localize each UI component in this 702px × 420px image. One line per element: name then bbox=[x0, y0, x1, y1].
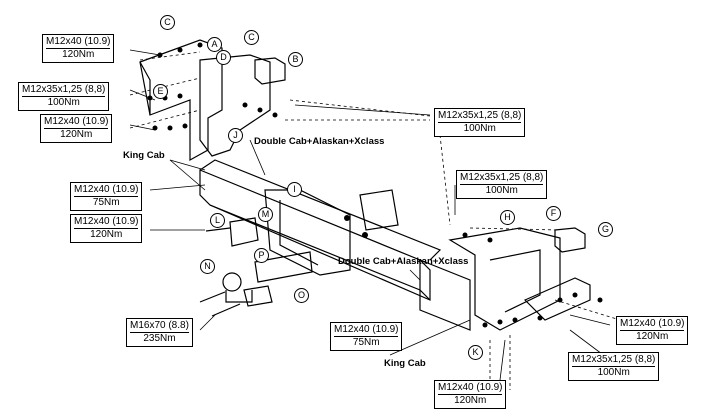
bracket-b bbox=[254, 57, 286, 85]
spec-box-m12x40-75nm-bottom: M12x40 (10.9) 75Nm bbox=[330, 322, 403, 351]
callout-n: N bbox=[200, 259, 215, 274]
tow-coupling bbox=[243, 285, 273, 307]
spec-box-m12x35-100nm-upper-right: M12x35x1,25 (8,8) 100Nm bbox=[434, 108, 526, 137]
spec-box-m12x40-120nm-bottom: M12x40 (10.9) 120Nm bbox=[434, 380, 507, 409]
label-double-cab-mid: Double Cab+Alaskan+Xclass bbox=[338, 256, 469, 267]
bracket-l bbox=[229, 217, 259, 247]
callout-o: O bbox=[294, 288, 309, 303]
callout-k: K bbox=[468, 345, 483, 360]
right-end-plate bbox=[419, 259, 471, 331]
callout-c-left: C bbox=[160, 15, 175, 30]
callout-i: I bbox=[287, 182, 302, 197]
callout-d: D bbox=[216, 50, 231, 65]
spec-box-m12x35-100nm-left: M12x35x1,25 (8,8) 100Nm bbox=[18, 82, 110, 111]
spec-box-m12x35-100nm-right: M12x35x1,25 (8,8) 100Nm bbox=[456, 170, 548, 199]
spec-box-m12x40-120nm-left: M12x40 (10.9) 120Nm bbox=[40, 114, 113, 143]
callout-j: J bbox=[228, 128, 243, 143]
callout-h: H bbox=[500, 210, 515, 225]
right-bracket-g bbox=[523, 277, 591, 321]
spec-box-m16x70-235nm: M16x70 (8.8) 235Nm bbox=[126, 318, 193, 347]
spec-box-m12x40-120nm-right: M12x40 (10.9) 120Nm bbox=[616, 316, 689, 345]
spec-box-m12x40-120nm-top: M12x40 (10.9) 120Nm bbox=[42, 34, 115, 63]
spec-box-m12x35-100nm-bottom-right: M12x35x1,25 (8,8) 100Nm bbox=[568, 352, 660, 381]
label-king-cab-top: King Cab bbox=[123, 150, 165, 161]
callout-c-right: C bbox=[244, 30, 259, 45]
callout-e: E bbox=[153, 84, 168, 99]
mounting-plate bbox=[359, 189, 399, 231]
adapter-plate bbox=[254, 251, 313, 283]
spec-box-m12x40-120nm-mid: M12x40 (10.9) 120Nm bbox=[70, 214, 143, 243]
callout-b: B bbox=[288, 52, 303, 67]
label-king-cab-bottom: King Cab bbox=[384, 358, 426, 369]
spec-box-m12x40-75nm-left: M12x40 (10.9) 75Nm bbox=[70, 182, 143, 211]
callout-a: A bbox=[207, 37, 222, 52]
callout-f: F bbox=[546, 206, 561, 221]
right-side-arm bbox=[448, 227, 561, 331]
callout-l: L bbox=[210, 213, 225, 228]
callout-m: M bbox=[258, 207, 273, 222]
tow-ball bbox=[222, 272, 242, 292]
label-double-cab-top: Double Cab+Alaskan+Xclass bbox=[254, 136, 385, 147]
callout-g: G bbox=[598, 222, 613, 237]
callout-p: P bbox=[254, 248, 269, 263]
bracket-f bbox=[554, 227, 586, 253]
